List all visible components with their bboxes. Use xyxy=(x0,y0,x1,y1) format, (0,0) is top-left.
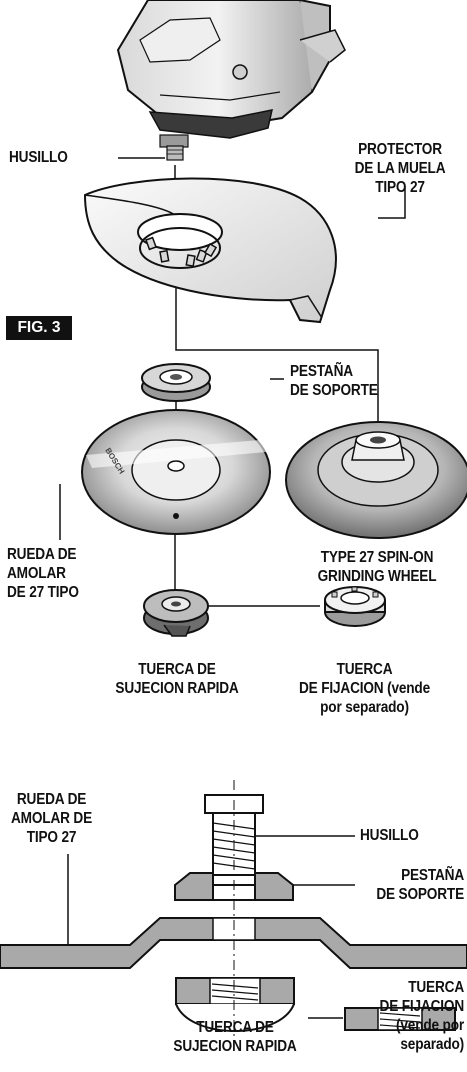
label-lock-nut-top: TUERCA DE FIJACION (vende por separado) xyxy=(299,661,430,716)
spindle-top xyxy=(166,145,184,161)
grinder-tool xyxy=(116,0,346,148)
wheel-guard xyxy=(83,177,337,324)
backing-flange-top xyxy=(141,363,211,402)
label-spin-on-wheel: TYPE 27 SPIN-ON GRINDING WHEEL xyxy=(317,549,437,585)
quick-nut-top xyxy=(143,589,209,637)
label-grinding-wheel-bottom: RUEDA DE AMOLAR DE TIPO 27 xyxy=(11,791,93,846)
label-spindle-bottom: HUSILLO xyxy=(360,827,419,844)
label-backing-flange-bottom: PESTAÑA DE SOPORTE xyxy=(376,867,464,903)
label-backing-flange-top: PESTAÑA DE SOPORTE xyxy=(290,363,378,399)
spin-on-wheel xyxy=(285,421,467,539)
label-quick-nut-top: TUERCA DE SUJECION RAPIDA xyxy=(115,661,239,697)
label-lock-nut-bottom: TUERCA DE FIJACION (vende por separado) xyxy=(379,979,465,1053)
figure-label: FIG. 3 xyxy=(6,316,72,340)
label-quick-nut-bottom: TUERCA DE SUJECION RAPIDA xyxy=(173,1019,297,1055)
cross-section xyxy=(0,780,467,1045)
lock-nut-top xyxy=(324,586,386,627)
label-spindle-top: HUSILLO xyxy=(9,149,68,166)
label-guard: PROTECTOR DE LA MUELA TIPO 27 xyxy=(354,141,446,196)
grinding-wheel: BOSCH xyxy=(81,409,271,535)
label-grinding-wheel-top: RUEDA DE AMOLAR DE 27 TIPO xyxy=(7,546,79,601)
